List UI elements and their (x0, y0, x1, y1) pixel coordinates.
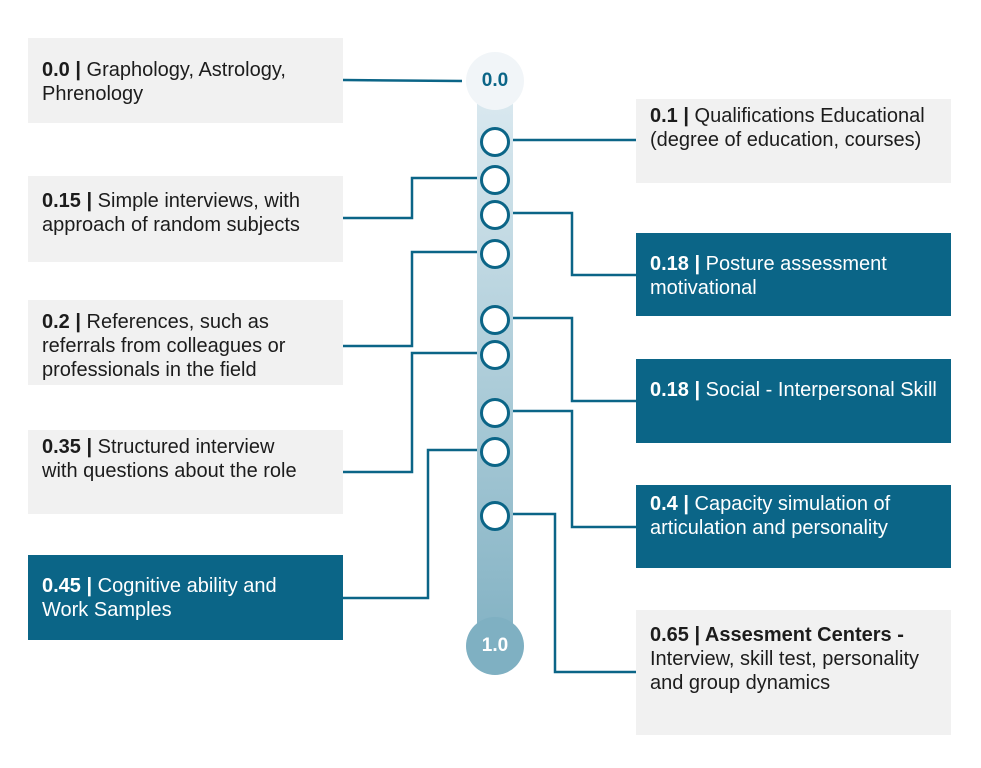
node (480, 437, 510, 467)
node (480, 239, 510, 269)
method-box: 0.18 | Social - Interpersonal Skill (636, 359, 951, 443)
method-box: 0.15 | Simple interviews, with approach … (28, 176, 343, 262)
node (480, 305, 510, 335)
node (480, 127, 510, 157)
method-box: 0.45 | Cognitive ability and Work Sample… (28, 555, 343, 640)
method-box: 0.4 | Capacity simulation of articulatio… (636, 485, 951, 568)
method-box: 0.0 | Graphology, Astrology, Phrenology (28, 38, 343, 123)
method-box: 0.35 | Structured interview with questio… (28, 430, 343, 514)
method-box: 0.65 | Assesment Centers - Interview, sk… (636, 610, 951, 735)
method-box: 0.1 | Qualifications Educational (degree… (636, 99, 951, 183)
node (480, 501, 510, 531)
node (480, 165, 510, 195)
node (480, 340, 510, 370)
scale-end: 1.0 (466, 617, 524, 675)
method-box: 0.2 | References, such as referrals from… (28, 300, 343, 385)
method-box: 0.18 | Posture assessment motivational (636, 233, 951, 316)
node (480, 398, 510, 428)
scale-start: 0.0 (466, 52, 524, 110)
node (480, 200, 510, 230)
